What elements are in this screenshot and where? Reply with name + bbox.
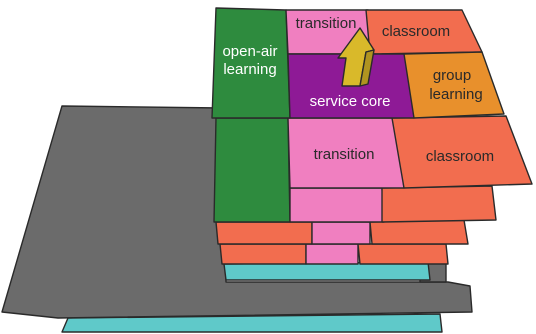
upward-arrow-icon-shade <box>359 49 375 87</box>
label-classroom-top: classroom <box>382 23 450 40</box>
zone-coral-lower-band <box>381 185 497 223</box>
zone-pink-lower-band <box>289 187 385 223</box>
strip-pink-lower <box>305 243 359 265</box>
strip-coral-mid-left <box>215 221 313 245</box>
label-open-air-line1: open-air <box>222 43 277 60</box>
strip-coral-lower-right <box>357 243 449 265</box>
strip-coral-lower-left <box>219 243 307 265</box>
zone-group-learning <box>403 51 505 119</box>
zone-green-lower <box>213 117 291 223</box>
zone-classroom-mid <box>391 115 533 189</box>
floor-slab-bottom-cyan <box>61 313 443 333</box>
label-group-learning-line2: learning <box>429 86 482 103</box>
strip-pink-mid <box>311 221 371 245</box>
label-open-air-line2: learning <box>223 61 276 78</box>
strip-coral-mid-right <box>369 219 469 245</box>
label-classroom-mid: classroom <box>426 148 494 165</box>
label-transition-mid: transition <box>314 146 375 163</box>
label-service-core: service core <box>310 93 391 110</box>
label-transition-top: transition <box>296 15 357 32</box>
label-group-learning-line1: group <box>433 67 471 84</box>
